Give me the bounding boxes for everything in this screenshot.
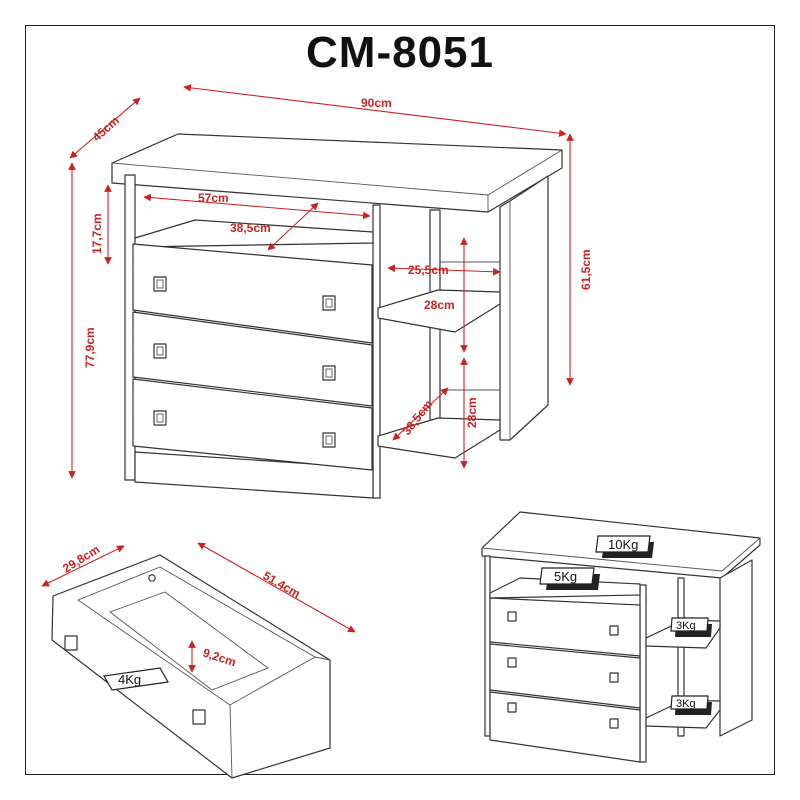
dim-width-label: 90cm <box>361 96 392 110</box>
dim-top-gap-label: 17,7cm <box>90 213 104 254</box>
right-side-panel <box>499 175 549 441</box>
load-diagram: 10Kg 5Kg 3Kg 3Kg <box>481 511 761 763</box>
niche-side-panel <box>429 209 441 453</box>
dresser-top <box>111 133 563 213</box>
drawer-1 <box>132 243 373 344</box>
diagram-frame <box>25 25 775 775</box>
dim-drawer-span-label: 57cm <box>198 191 229 205</box>
niche-shelf-upper <box>377 289 501 333</box>
dim-drawer-length-label: 51,4cm <box>261 568 303 600</box>
dim-drawer-width-label: 29,8cm <box>60 542 102 575</box>
center-divider <box>372 204 381 499</box>
dim-drawer-depth-label: 38,5cm <box>230 221 271 235</box>
weight-drawer-label: 4Kg <box>118 672 141 687</box>
load-drawer-2 <box>489 643 641 709</box>
drawer-handle-icon <box>64 635 206 725</box>
drawer-detail: 4Kg 29,8cm 51,4cm 9,2cm <box>41 542 356 779</box>
weight-tag-shelf-upper <box>670 617 709 632</box>
drawer-handle-icon <box>507 611 619 729</box>
dim-niche-height-upper-label: 28cm <box>424 298 455 312</box>
weight-top-gap-label: 5Kg <box>554 569 577 584</box>
weight-tag-top <box>595 535 651 553</box>
drawer-2 <box>132 311 373 407</box>
dim-left-height-label: 77,9cm <box>83 327 97 368</box>
weight-tag-top-gap <box>539 567 595 585</box>
weight-tag-shelf-lower <box>670 695 709 710</box>
drawer-handle-icon <box>153 276 336 448</box>
weight-shelf-lower-label: 3Kg <box>676 698 696 710</box>
product-title: CM-8051 <box>306 28 494 77</box>
dim-niche-height-lower-label: 28cm <box>465 397 479 428</box>
load-drawer-3 <box>489 691 641 763</box>
niche-shelf-lower <box>377 417 501 459</box>
main-dresser <box>111 133 563 499</box>
drawer-3 <box>132 378 373 471</box>
dim-niche-width-label: 25,5cm <box>408 263 449 277</box>
weight-shelf-upper-label: 3Kg <box>676 620 696 632</box>
dim-right-height-label: 61,5cm <box>579 249 593 290</box>
weight-tag-drawer <box>103 667 169 691</box>
weight-top-label: 10Kg <box>608 537 638 552</box>
load-drawer-1 <box>489 597 641 657</box>
